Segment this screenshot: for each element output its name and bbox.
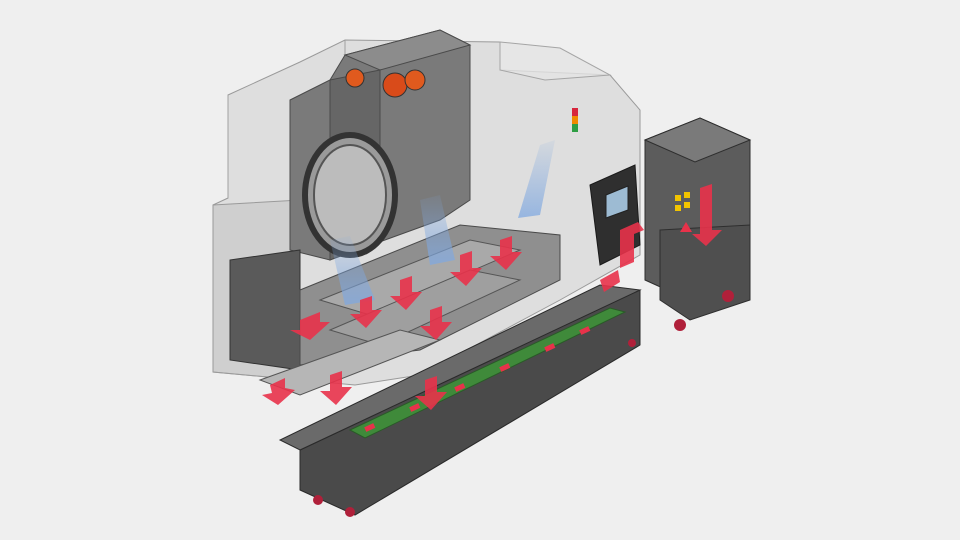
caster-wheel-icon (722, 290, 734, 302)
caster-wheel-icon (313, 495, 323, 505)
chip-conveyor (278, 284, 642, 517)
coolant-spray (330, 140, 555, 305)
flow-arrow-icon (490, 236, 522, 270)
warning-triangle-icon (680, 222, 692, 232)
flow-arrow-icon (320, 371, 352, 405)
control-buttons (675, 192, 690, 211)
flow-arrow-icon (262, 378, 295, 405)
control-screen (605, 185, 629, 219)
flow-arrow-icon (450, 251, 482, 286)
signal-tower-icon (572, 108, 578, 132)
caster-wheel-icon (674, 319, 686, 331)
spindle-motor (345, 68, 426, 98)
flow-arrow-icon (415, 376, 447, 410)
flow-arrow-icon (390, 276, 422, 310)
flow-arrow-icon (692, 184, 722, 246)
flow-arrow-icon (420, 306, 452, 340)
flow-arrow-icon (620, 222, 644, 268)
flow-arrow-icon (600, 270, 620, 292)
flow-arrows (262, 184, 722, 410)
coolant-tank-cabinet (643, 117, 752, 331)
flow-arrow-icon (290, 312, 330, 340)
flow-arrow-icon (350, 296, 382, 328)
caster-wheel-icon (628, 339, 636, 347)
caster-wheel-icon (345, 507, 355, 517)
